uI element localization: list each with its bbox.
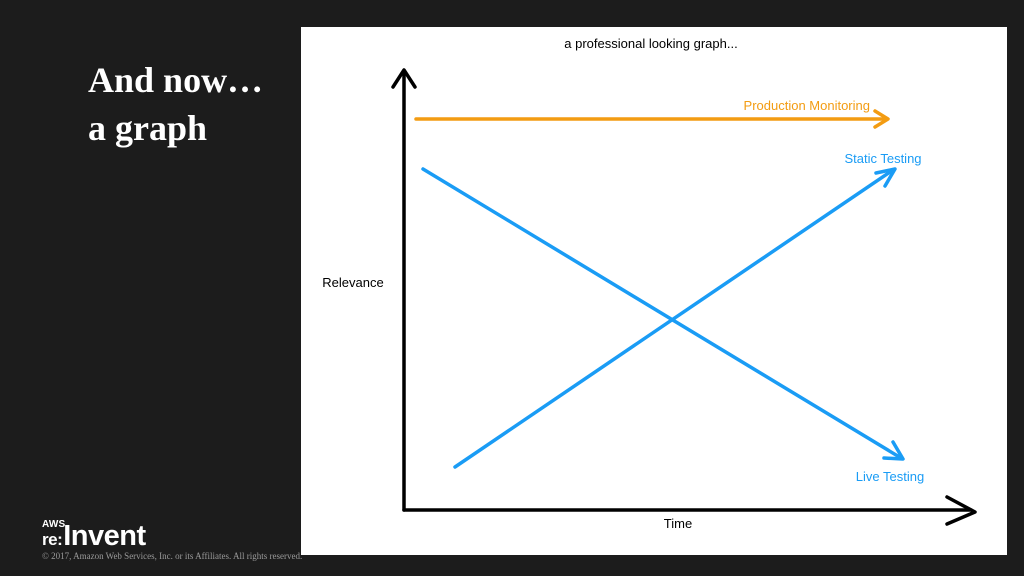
slide-title-line1: And now…	[88, 60, 264, 100]
series-line-static-testing	[453, 168, 895, 469]
series-label-production-monitoring: Production Monitoring	[744, 98, 870, 113]
x-axis-arrowhead	[945, 495, 977, 526]
y-axis-arrowhead	[391, 68, 417, 89]
series-arrowhead-live-testing	[882, 440, 905, 461]
x-axis-label: Time	[664, 516, 692, 531]
series-arrowhead-static-testing	[874, 167, 897, 188]
y-axis-label: Relevance	[322, 275, 383, 290]
graph-panel: a professional looking graph... Relevanc…	[301, 27, 1007, 555]
series-arrowhead-production-monitoring	[873, 109, 890, 129]
logo-reinvent-text: re:Invent	[42, 521, 146, 555]
slide-title: And now… a graph	[88, 56, 263, 152]
logo-aws-text: AWS	[42, 519, 66, 530]
slide-title-line2: a graph	[88, 108, 208, 148]
graph-svg: a professional looking graph... Relevanc…	[322, 36, 977, 531]
series-label-static-testing: Static Testing	[844, 151, 921, 166]
chart-title: a professional looking graph...	[564, 36, 737, 51]
logo-invent-text: Invent	[63, 520, 146, 552]
series-label-live-testing: Live Testing	[856, 469, 924, 484]
copyright-notice: © 2017, Amazon Web Services, Inc. or its…	[42, 551, 303, 561]
logo-re-text: re:	[42, 530, 63, 549]
series-line-live-testing	[421, 167, 903, 460]
